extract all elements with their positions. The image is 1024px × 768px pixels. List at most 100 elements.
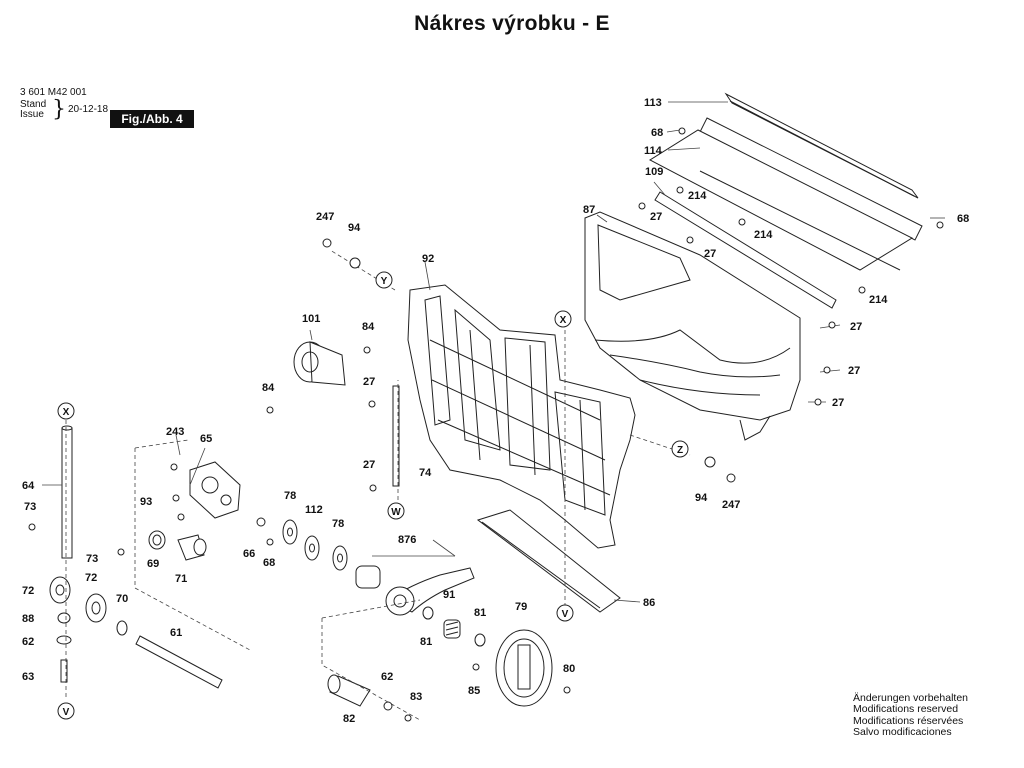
part-label: 27: [848, 365, 860, 377]
part-label: 62: [22, 636, 34, 648]
part-label: 247: [722, 499, 740, 511]
part-label: 68: [651, 127, 663, 139]
washer-81b: [474, 633, 486, 647]
part-label: 88: [22, 613, 34, 625]
part-label: 72: [85, 572, 97, 584]
rail-113: [724, 92, 919, 199]
part-label: 69: [147, 558, 159, 570]
part-label: 68: [957, 213, 969, 225]
part-label: 214: [869, 294, 888, 306]
figure-badge: Fig./Abb. 4: [110, 110, 194, 128]
part-label: 114: [644, 145, 663, 157]
marker-label: Z: [677, 445, 683, 456]
part-label: 81: [474, 607, 486, 619]
footer-line: Änderungen vorbehalten: [853, 692, 969, 704]
part-label: 84: [262, 382, 275, 394]
part-label: 27: [363, 459, 375, 471]
footer-line: Modifications reserved: [853, 703, 959, 716]
part-label: 93: [140, 496, 152, 508]
part-label: 74: [419, 467, 432, 479]
roller-82: [327, 674, 371, 707]
strip-109: [654, 191, 837, 309]
part-number: 3 601 M42 001: [20, 87, 87, 98]
part-label: 27: [850, 321, 862, 333]
part-label: 94: [695, 492, 708, 504]
group-outline: [134, 448, 251, 651]
part-label: 27: [363, 376, 375, 388]
part-label: 113: [644, 97, 662, 109]
marker-v-mid: V: [556, 604, 574, 622]
washer-81: [422, 606, 434, 620]
marker-label: Y: [381, 276, 388, 287]
part-label: 109: [645, 166, 663, 178]
bracket-65: [189, 461, 241, 519]
washer-88: [57, 612, 71, 624]
part-label: 68: [263, 557, 275, 569]
marker-label: X: [560, 315, 567, 326]
knob-79: [495, 629, 553, 707]
gear-72b: [85, 593, 107, 623]
marker-z: Z: [671, 440, 689, 458]
rod-74: [392, 385, 400, 487]
part-label: 79: [515, 601, 527, 613]
panel-114: [648, 117, 923, 271]
part-label: 214: [688, 190, 707, 202]
part-label: 71: [175, 573, 187, 585]
ring-70: [116, 620, 128, 636]
part-label: 84: [362, 321, 375, 333]
issue-row: Stand Issue } 20-12-18: [20, 99, 108, 121]
gear-72: [49, 576, 71, 604]
marker-v-bottom-left: V: [57, 702, 75, 720]
marker-w: W: [387, 502, 405, 520]
footer-note: Änderungen vorbehalten Modifications res…: [853, 692, 969, 739]
marker-label: V: [63, 707, 70, 718]
part-label: 72: [22, 585, 34, 597]
part-label: 243: [166, 426, 184, 438]
part-label: 83: [410, 691, 422, 703]
marker-x-top: X: [57, 402, 75, 420]
column-64: [61, 425, 73, 559]
part-label: 82: [343, 713, 355, 725]
marker-label: W: [391, 507, 401, 518]
part-label: 112: [305, 504, 323, 516]
part-label: 101: [302, 313, 320, 325]
cap-69: [148, 530, 166, 550]
marker-label: X: [63, 407, 70, 418]
frame-92: [407, 284, 636, 549]
group-outline: [134, 439, 189, 449]
part-label: 62: [381, 671, 393, 683]
shaft-61: [135, 635, 223, 689]
part-label: 94: [348, 222, 361, 234]
part-label: 876: [398, 534, 416, 546]
group-outline: [321, 618, 421, 721]
stand-issue-labels: Stand Issue: [20, 100, 52, 120]
marker-x-mid: X: [554, 310, 572, 328]
guard-86: [476, 509, 621, 613]
washer-78b: [332, 545, 348, 571]
part-label: 73: [86, 553, 98, 565]
duct-housing-87: [584, 211, 801, 441]
part-label: 81: [420, 636, 432, 648]
part-label: 80: [563, 663, 575, 675]
part-label: 92: [422, 253, 434, 265]
part-label: 78: [284, 490, 296, 502]
page-title: Nákres výrobku - E: [414, 12, 610, 35]
spring-91: [443, 619, 461, 639]
part-label: 27: [704, 248, 716, 260]
part-label: 70: [116, 593, 128, 605]
fitting-71: [177, 534, 207, 561]
part-label: 85: [468, 685, 480, 697]
part-label: 86: [643, 597, 655, 609]
lever-876: [355, 565, 475, 616]
stand-label: Stand: [20, 99, 47, 110]
footer-line: Salvo modificaciones: [853, 726, 952, 739]
part-labels: 113 68 114 109 214 87 27 214 27 214 68 2…: [22, 97, 969, 725]
part-label: 214: [754, 229, 773, 241]
issue-date: 20-12-18: [68, 104, 109, 115]
part-label: 61: [170, 627, 182, 639]
axis-line: [329, 249, 396, 291]
marker-label: V: [562, 609, 569, 620]
part-label: 66: [243, 548, 255, 560]
part-label: 65: [200, 433, 212, 445]
